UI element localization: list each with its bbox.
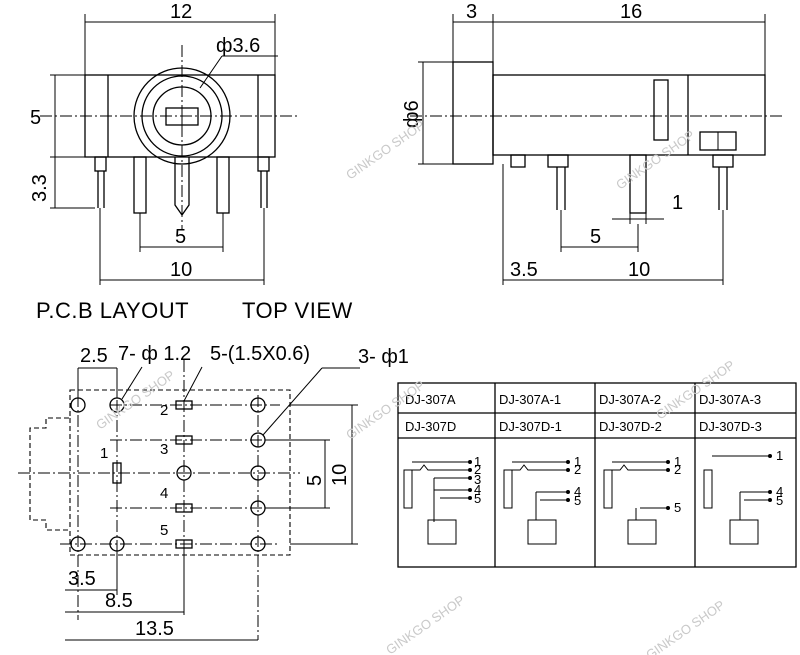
schematic-col2: 1 2 4 5 <box>503 454 581 545</box>
pcb-layout: 2 3 1 4 5 2.5 7- ф 1.2 5-(1.5X0.6) 3- ф1… <box>18 343 409 641</box>
model-row1-c2: DJ-307A-1 <box>499 392 561 407</box>
schematic-col4: 1 4 5 <box>703 448 783 545</box>
pin-span-dim: 10 <box>628 259 650 281</box>
pcb-pin-4: 4 <box>160 485 168 502</box>
model-row2-c3: DJ-307D-2 <box>599 419 662 434</box>
pcb-dim-5: 5 <box>304 475 326 486</box>
model-row1-c1: DJ-307A <box>405 392 456 407</box>
schematic-col3: 1 2 5 <box>603 454 681 545</box>
model-row2-c4: DJ-307D-3 <box>699 419 762 434</box>
pin-width-dim: 1 <box>672 192 683 214</box>
head-length-dim: 3 <box>466 1 477 23</box>
pcb-pin-2: 2 <box>160 402 168 419</box>
svg-text:4: 4 <box>474 482 481 497</box>
pcb-mount-dim: 3- ф1 <box>358 346 409 368</box>
svg-text:2: 2 <box>574 462 581 477</box>
front-width-dim: 12 <box>170 1 192 23</box>
pcb-pitch-dim: 2.5 <box>80 345 108 367</box>
pcb-pin-5: 5 <box>160 522 168 539</box>
svg-text:5: 5 <box>574 493 581 508</box>
svg-text:5: 5 <box>674 500 681 515</box>
side-view: 3 16 ф6 1 5 3.5 10 <box>401 1 782 285</box>
top-view-label: TOP VIEW <box>242 298 353 323</box>
hole-dia-dim: ф3.6 <box>216 35 260 57</box>
svg-text:4: 4 <box>574 484 581 499</box>
watermark-6: GINKGO SHOP <box>383 592 467 655</box>
pcb-dim-85: 8.5 <box>105 590 133 612</box>
svg-text:5: 5 <box>776 493 783 508</box>
watermark-2: GINKGO SHOP <box>613 127 697 192</box>
front-height-dim: 5 <box>30 107 41 129</box>
pin-spacing-inner-dim: 5 <box>175 226 186 248</box>
pcb-dim-135: 13.5 <box>135 618 174 640</box>
svg-text:1: 1 <box>474 454 481 469</box>
svg-text:1: 1 <box>574 454 581 469</box>
svg-text:1: 1 <box>776 448 783 463</box>
model-row1-c4: DJ-307A-3 <box>699 392 761 407</box>
model-row2-c2: DJ-307D-1 <box>499 419 562 434</box>
body-dia-dim: ф6 <box>401 100 423 128</box>
svg-text:2: 2 <box>474 462 481 477</box>
model-row1-c3: DJ-307A-2 <box>599 392 661 407</box>
svg-text:3: 3 <box>474 472 481 487</box>
svg-text:2: 2 <box>674 462 681 477</box>
front-offset-dim: 3.5 <box>510 259 538 281</box>
pin-offset-dim: 5 <box>590 226 601 248</box>
pcb-slots-dim: 5-(1.5X0.6) <box>210 343 310 365</box>
svg-text:5: 5 <box>474 491 481 506</box>
model-row2-c1: DJ-307D <box>405 419 456 434</box>
pcb-holes-dim: 7- ф 1.2 <box>118 343 191 365</box>
pcb-dim-10: 10 <box>329 464 351 486</box>
schematic-col1: 1 2 3 4 5 <box>403 454 481 545</box>
pin-spacing-outer-dim: 10 <box>170 259 192 281</box>
pin-height-dim: 3.3 <box>29 174 51 202</box>
model-table: DJ-307A DJ-307A-1 DJ-307A-2 DJ-307A-3 DJ… <box>397 382 797 568</box>
svg-text:4: 4 <box>776 484 783 499</box>
pcb-dim-35: 3.5 <box>68 568 96 590</box>
watermark-1: GINKGO SHOP <box>343 117 427 182</box>
front-view: 12 ф3.6 5 3.3 5 10 <box>29 1 300 285</box>
pcb-pin-1: 1 <box>100 445 108 462</box>
pcb-layout-label: P.C.B LAYOUT <box>36 298 189 323</box>
watermark-7: GINKGO SHOP <box>643 597 727 655</box>
body-length-dim: 16 <box>620 1 642 23</box>
svg-text:1: 1 <box>674 454 681 469</box>
pcb-pin-3: 3 <box>160 441 168 458</box>
